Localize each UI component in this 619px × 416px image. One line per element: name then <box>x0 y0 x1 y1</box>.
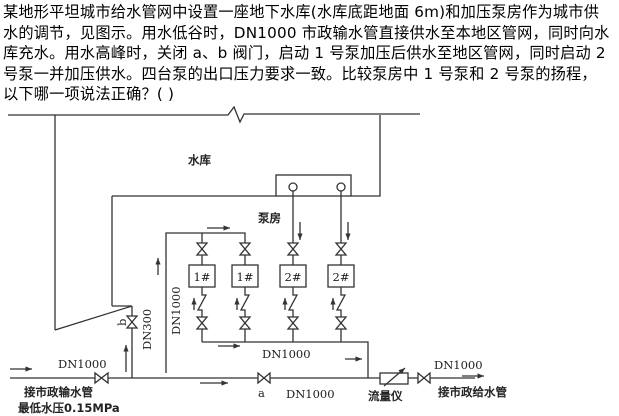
reservoir-outline <box>8 105 420 330</box>
discharge-header <box>202 341 369 378</box>
valve-b[interactable] <box>125 315 139 329</box>
question-line: 库充水。用水高峰时，关闭 a、b 阀门，启动 1 号泵加压后供水至地区管网，同时… <box>3 44 606 63</box>
question-line: 号泵一并加压供水。四台泵的出口压力要求一致。比较泵房中 1 号泵和 2 号泵的扬… <box>3 64 597 83</box>
pump-column: 2# <box>279 242 307 342</box>
valve-a-label: a <box>258 386 265 400</box>
check-valve-icon <box>287 287 299 317</box>
gate-valve-icon[interactable] <box>195 316 209 330</box>
check-valve-icon <box>239 287 251 317</box>
pump-label: 2# <box>285 270 302 284</box>
pump-column: 2# <box>327 242 355 342</box>
riser-pipe-size: DN1000 <box>169 286 183 335</box>
gate-valve-icon[interactable] <box>334 316 348 330</box>
check-valve-icon <box>196 287 208 317</box>
outlet-valve[interactable] <box>417 371 431 385</box>
main-line-size: DN1000 <box>286 387 335 401</box>
valve-b-label: b <box>115 319 129 326</box>
question-line: 某地形平坦城市给水管网中设置一座地下水库(水库底距地面 6m)和加压泵房作为城市… <box>3 3 600 21</box>
gate-valve-icon[interactable] <box>195 242 209 256</box>
gate-valve-icon[interactable] <box>286 242 300 256</box>
riser-header <box>155 225 246 373</box>
flowmeter-label: 流量仪 <box>368 389 403 403</box>
gate-valve-icon[interactable] <box>334 242 348 256</box>
pump-label: 2# <box>333 270 350 284</box>
inlet-pipe-size: DN1000 <box>58 357 107 371</box>
pump-label: 1# <box>237 270 254 284</box>
discharge-header-size: DN1000 <box>262 347 311 361</box>
reservoir-label: 水库 <box>188 153 211 167</box>
check-valve-icon <box>335 287 347 317</box>
bypass-pipe-size: DN300 <box>140 309 154 350</box>
pump-house-label: 泵房 <box>258 211 281 225</box>
suction-well <box>275 174 352 197</box>
gate-valve-icon[interactable] <box>286 316 300 330</box>
bypass-b <box>54 305 133 378</box>
outlet-pipe-size: DN1000 <box>434 358 483 372</box>
valve-a[interactable] <box>257 371 271 385</box>
outlet-label: 接市政给水管 <box>438 385 507 399</box>
pump-label: 1# <box>194 270 211 284</box>
suction-inlet-icon <box>288 182 298 192</box>
question-line: 水的调节，见图示。用水低谷时，DN1000 市政输水管直接供水至本地区管网，同时… <box>3 23 610 42</box>
suction-inlets <box>288 182 351 243</box>
gate-valve-icon[interactable] <box>238 242 252 256</box>
gate-valve-icon[interactable] <box>238 316 252 330</box>
inlet-pressure-label: 最低水压0.15MPa <box>18 401 120 415</box>
suction-inlet-icon <box>336 182 346 192</box>
flowmeter-icon <box>379 367 409 387</box>
inlet-valve[interactable] <box>94 371 109 385</box>
pump-column: 1# <box>188 242 216 342</box>
question-text: 某地形平坦城市给水管网中设置一座地下水库(水库底距地面 6m)和加压泵房作为城市… <box>3 2 619 105</box>
pump-column: 1# <box>231 242 259 342</box>
inlet-label: 接市政输水管 <box>24 385 93 399</box>
main-line <box>10 366 484 386</box>
question-line: 以下哪一项说法正确？( ) <box>3 85 175 104</box>
